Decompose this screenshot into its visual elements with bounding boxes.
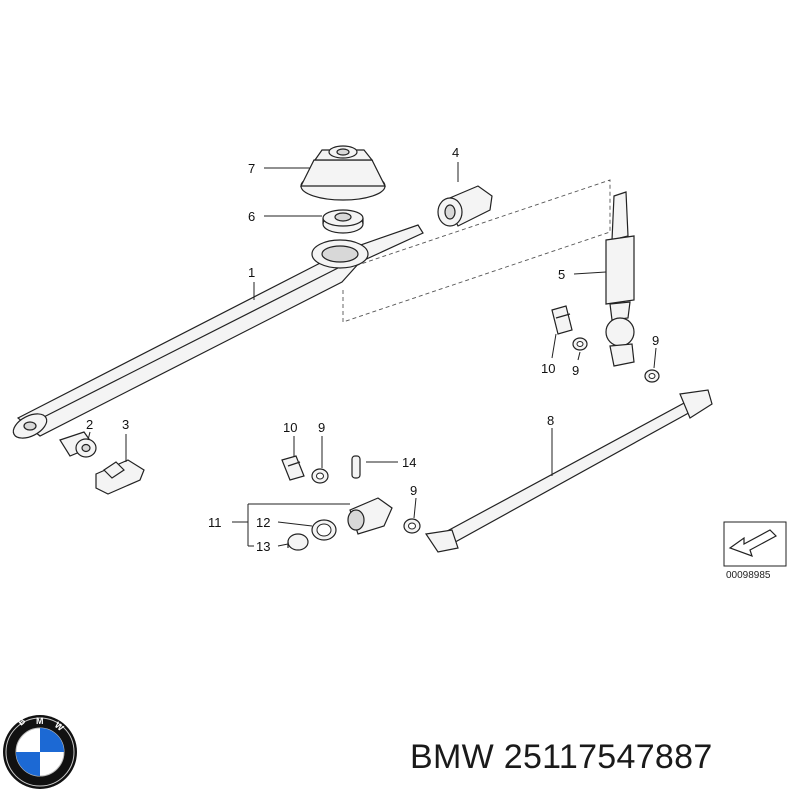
callout-9-middle: 9 — [318, 420, 325, 435]
part-11-joint — [347, 497, 393, 535]
callout-11: 11 — [208, 515, 222, 530]
callout-numbers: 7 6 4 1 5 10 9 9 2 3 8 10 9 14 9 11 12 1… — [86, 145, 659, 554]
callout-8: 8 — [547, 413, 554, 428]
part-9-washer-upper-a — [572, 337, 588, 351]
dashed-guide — [342, 179, 611, 323]
callout-4: 4 — [452, 145, 459, 160]
part-1-shift-lever — [12, 224, 424, 439]
caption-brand: BMW — [410, 738, 494, 776]
svg-text:M: M — [36, 716, 44, 726]
callout-2: 2 — [86, 417, 93, 432]
callout-7: 7 — [248, 161, 255, 176]
bmw-logo: B M W — [3, 715, 77, 789]
part-caption: BMW 25117547887 — [410, 738, 713, 777]
callout-13: 13 — [256, 539, 270, 554]
arrow-icon — [728, 529, 777, 557]
part-6-bushing — [322, 209, 364, 234]
callout-5: 5 — [558, 267, 565, 282]
part-3-bracket — [95, 459, 145, 495]
callout-9-upper-b: 9 — [652, 333, 659, 348]
reference-box: 00098985 — [723, 521, 787, 581]
part-10-clip-upper — [551, 305, 573, 335]
callout-3: 3 — [122, 417, 129, 432]
part-14-pin — [351, 455, 361, 479]
part-13-bushing — [287, 533, 309, 551]
part-5-selector-shaft — [605, 191, 635, 367]
callout-14: 14 — [402, 455, 416, 470]
callout-10-lower: 10 — [283, 420, 297, 435]
caption-part-number: 25117547887 — [503, 738, 713, 776]
part-2-bushing — [59, 431, 97, 458]
svg-text:B: B — [16, 715, 28, 727]
part-8-shift-rod — [424, 389, 713, 553]
callout-12: 12 — [256, 515, 270, 530]
part-10-clip-lower — [281, 455, 305, 481]
part-9-washer-upper-b — [644, 369, 660, 383]
part-7-rubber-boot — [300, 145, 386, 201]
callout-9-lower: 9 — [410, 483, 417, 498]
part-9-washer-middle — [311, 468, 329, 484]
leader-lines — [87, 162, 657, 547]
callout-10-upper: 10 — [541, 361, 555, 376]
part-12-ring — [311, 519, 337, 541]
callout-9-upper-a: 9 — [572, 363, 579, 378]
callout-1: 1 — [248, 265, 255, 280]
part-4-rubber-mount — [437, 185, 493, 227]
callout-6: 6 — [248, 209, 255, 224]
part-9-washer-lower — [403, 518, 421, 534]
reference-code: 00098985 — [726, 570, 771, 581]
